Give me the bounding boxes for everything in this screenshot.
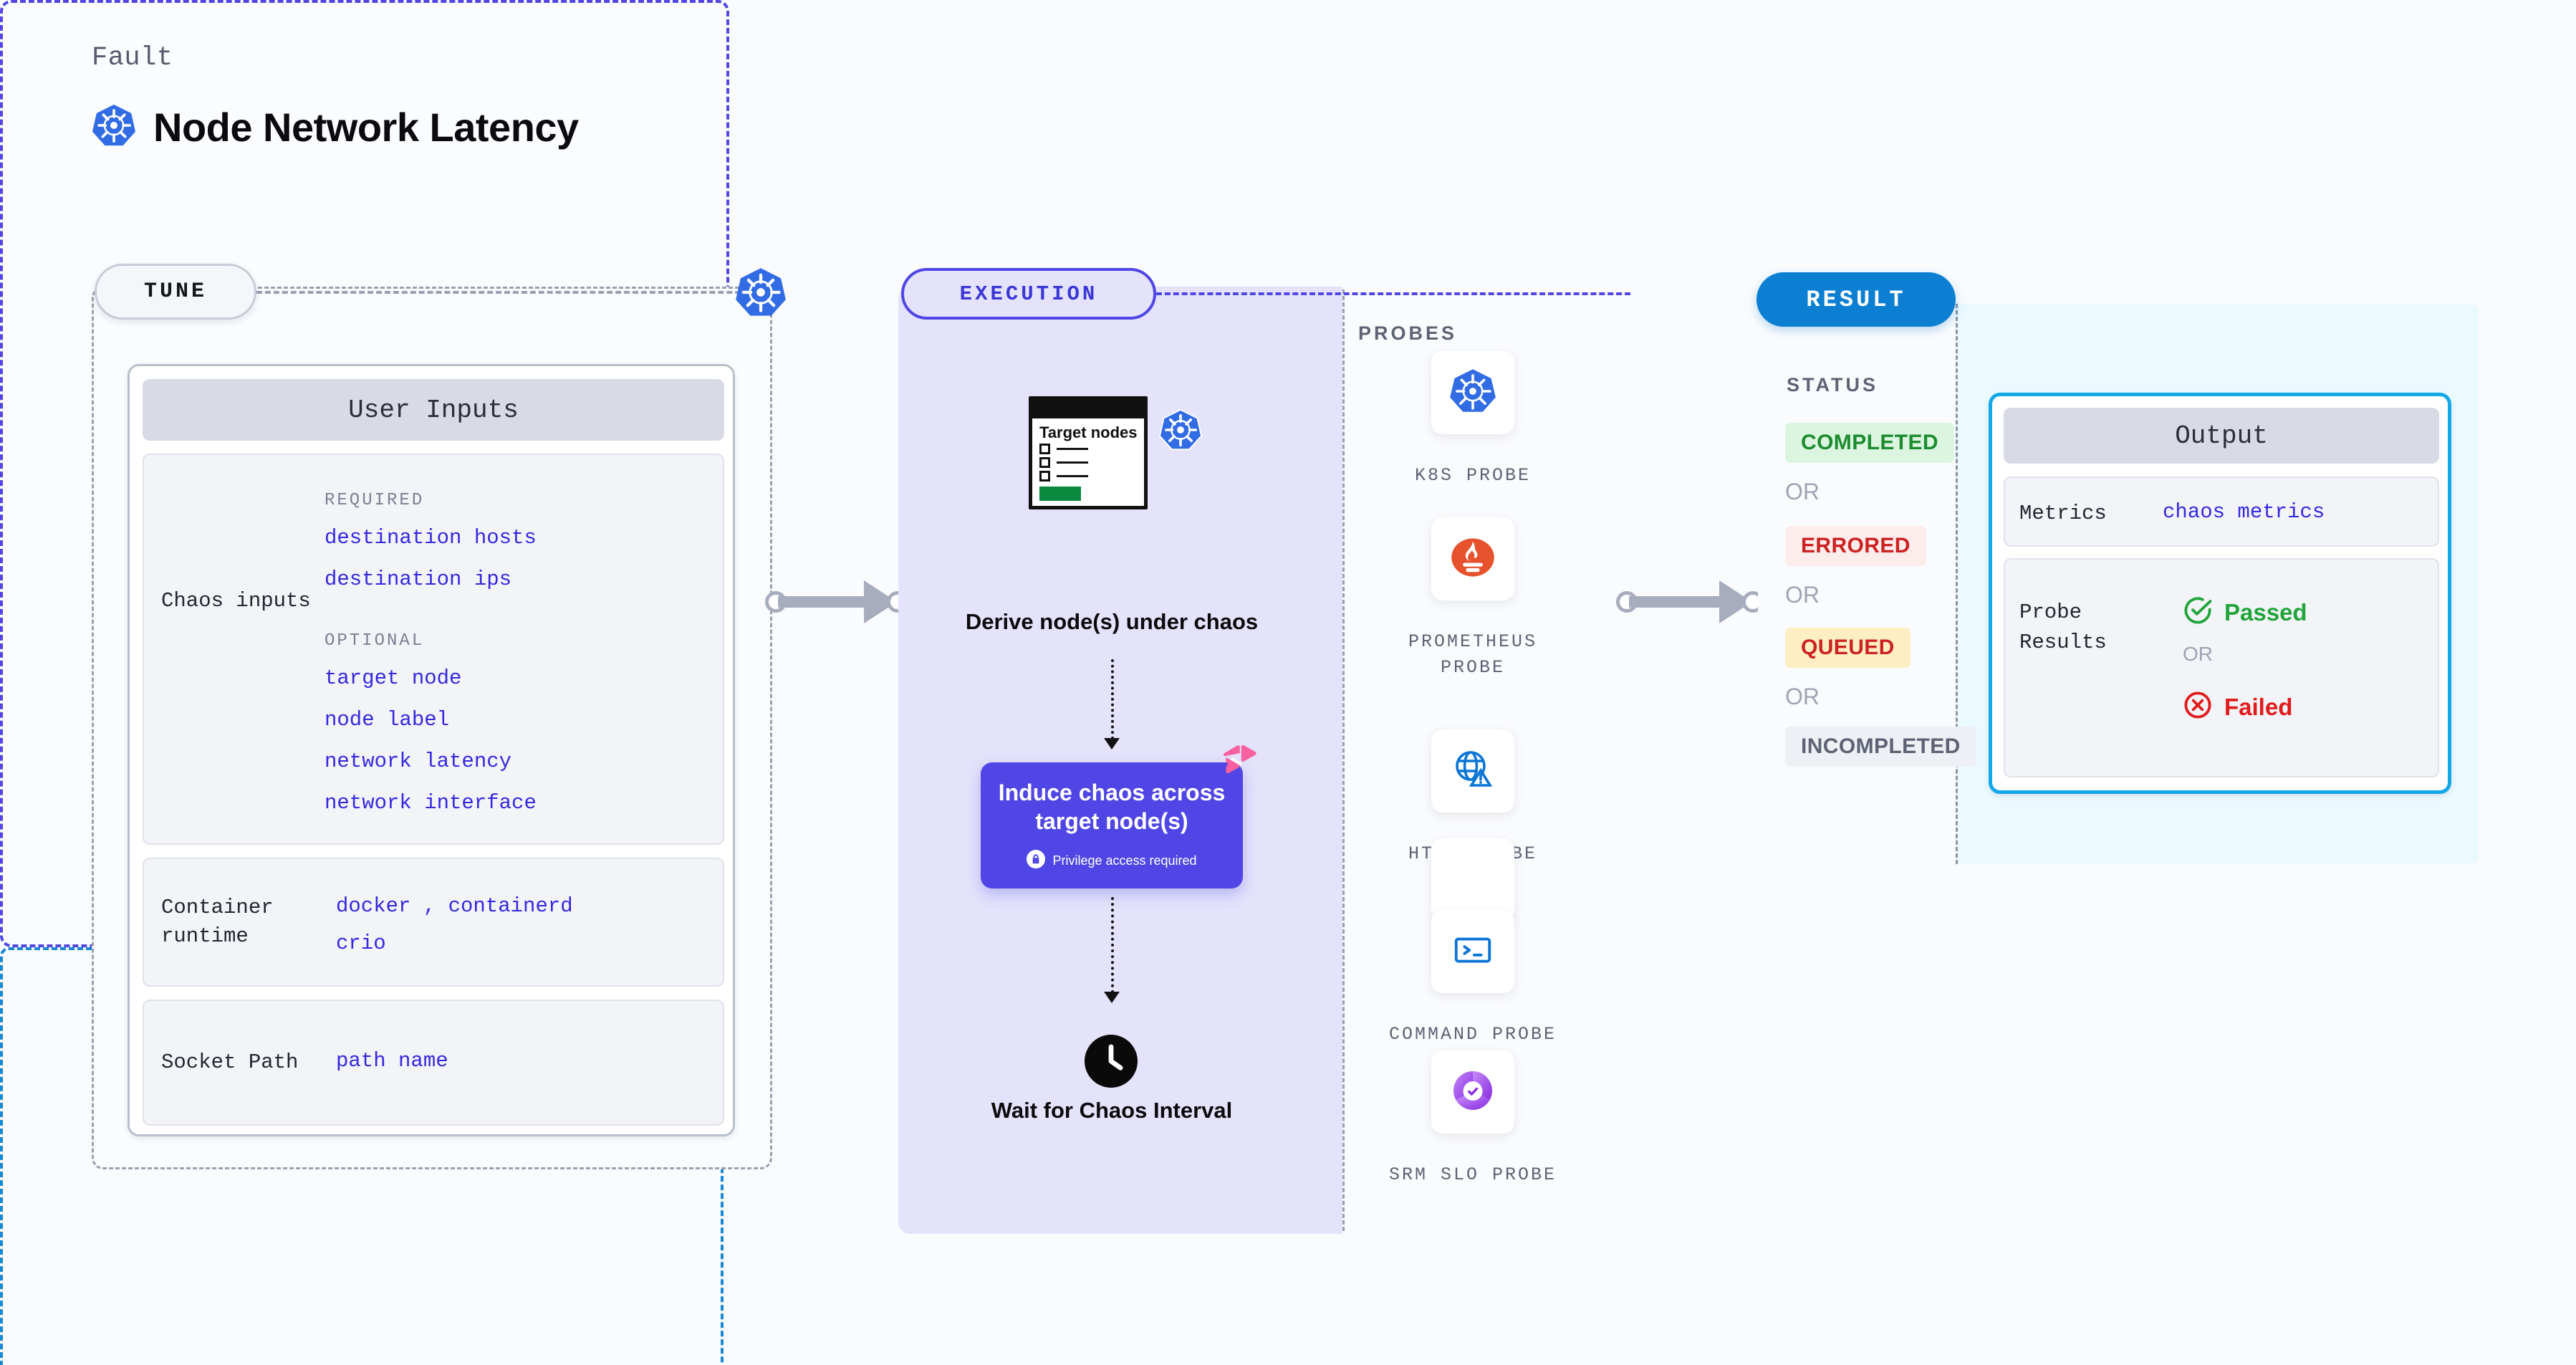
step-induce-chaos-box[interactable]: Induce chaos across target node(s) Privi…	[981, 762, 1243, 889]
checkbox-icon	[1039, 444, 1050, 455]
user-inputs-card: User Inputs Chaos inputs REQUIRED destin…	[128, 364, 735, 1136]
probe-results-label-line1: Probe	[2019, 600, 2082, 624]
checkbox-icon	[1039, 457, 1050, 469]
globe-warning-icon	[1450, 747, 1496, 796]
container-runtime-label-line1: Container	[161, 896, 274, 919]
kubernetes-icon	[735, 267, 787, 318]
probe-tile-prometheus[interactable]	[1431, 517, 1514, 600]
input-network-latency[interactable]: network latency	[325, 749, 512, 773]
input-network-interface[interactable]: network interface	[325, 791, 537, 815]
lock-icon	[1027, 849, 1046, 872]
socket-path-label: Socket Path	[161, 1050, 299, 1074]
status-badge-completed: COMPLETED	[1785, 423, 1954, 463]
container-runtime-section: Container runtime docker , containerd cr…	[143, 858, 724, 987]
probe-failed-label: Failed	[2224, 693, 2293, 720]
result-panel-divider	[1956, 304, 1958, 864]
probe-result-or: OR	[2183, 643, 2213, 665]
chaos-inputs-section: Chaos inputs REQUIRED destination hosts …	[143, 454, 724, 845]
x-circle-icon	[2183, 690, 2213, 724]
page-title: Node Network Latency	[153, 105, 579, 150]
input-node-label[interactable]: node label	[325, 708, 450, 732]
target-nodes-window-icon: Target nodes	[1029, 396, 1148, 509]
metrics-label: Metrics	[2019, 502, 2107, 525]
check-circle-icon	[2183, 595, 2213, 629]
metrics-row: Metrics chaos metrics	[2004, 476, 2439, 547]
chaos-inputs-label: Chaos inputs	[161, 589, 311, 613]
title-row: Node Network Latency	[92, 103, 579, 151]
target-nodes-window-title: Target nodes	[1039, 423, 1138, 441]
progress-bar	[1039, 487, 1081, 502]
socket-path-section: Socket Path path name	[143, 1000, 724, 1126]
privilege-note-text: Privilege access required	[1052, 853, 1197, 868]
metrics-value[interactable]: chaos metrics	[2163, 500, 2325, 524]
container-runtime-values-row2[interactable]: crio	[336, 931, 386, 955]
kubernetes-icon	[1158, 408, 1203, 451]
probe-name-srm-slo: SRM SLO PROBE	[1388, 1164, 1557, 1185]
kubernetes-icon	[1448, 367, 1497, 419]
fault-kicker: Fault	[92, 43, 173, 73]
container-runtime-label-line2: runtime	[161, 924, 249, 948]
probe-result-passed: Passed	[2183, 595, 2307, 629]
flow-connector-1	[1111, 659, 1114, 739]
output-card: Output Metrics chaos metrics Probe Resul…	[1989, 393, 2451, 794]
probe-result-failed: Failed	[2183, 690, 2292, 724]
flow-connector-2	[1111, 897, 1114, 993]
status-label: STATUS	[1787, 374, 1878, 396]
probes-label: PROBES	[1358, 322, 1458, 344]
optional-label: OPTIONAL	[325, 631, 425, 651]
probe-name-prometheus: PROMETHEUS PROBE	[1408, 631, 1538, 679]
step-wait-interval-caption: Wait for Chaos Interval	[991, 1098, 1233, 1123]
result-status-background	[1758, 301, 1956, 867]
probe-name-k8s: K8S PROBE	[1414, 465, 1532, 486]
user-inputs-card-title: User Inputs	[143, 379, 724, 441]
socket-path-value[interactable]: path name	[336, 1049, 448, 1073]
page-header: Fault Node Network Latency	[92, 43, 579, 151]
harness-logo-icon	[1213, 739, 1258, 784]
status-or-1: OR	[1785, 479, 1820, 504]
step-derive-nodes-caption: Derive node(s) under chaos	[965, 609, 1259, 634]
probe-results-row: Probe Results Passed OR Failed	[2004, 558, 2439, 777]
status-badge-incompleted: INCOMPLETED	[1785, 727, 1976, 767]
probe-tile-command[interactable]	[1431, 910, 1514, 993]
execution-stage-pill[interactable]: EXECUTION	[901, 268, 1156, 320]
probe-tile-srm-slo[interactable]	[1431, 1050, 1514, 1134]
probe-results-label-line2: Results	[2019, 631, 2107, 654]
probe-tile-http[interactable]	[1431, 729, 1514, 813]
checkbox-icon	[1039, 471, 1050, 482]
arrow-execution-to-result	[1616, 580, 1767, 623]
result-stage-pill[interactable]: RESULT	[1756, 272, 1956, 327]
status-or-3: OR	[1785, 684, 1820, 709]
tune-stage-pill[interactable]: TUNE	[95, 264, 256, 320]
status-badge-queued: QUEUED	[1785, 628, 1911, 668]
step-induce-chaos-caption: Induce chaos across target node(s)	[998, 780, 1226, 834]
terminal-icon	[1451, 928, 1495, 976]
kubernetes-icon	[92, 103, 136, 151]
output-card-title: Output	[2004, 408, 2439, 464]
input-destination-hosts[interactable]: destination hosts	[325, 526, 537, 550]
probe-passed-label: Passed	[2224, 598, 2307, 626]
required-label: REQUIRED	[325, 491, 425, 510]
probe-name-command: COMMAND PROBE	[1388, 1024, 1557, 1045]
srm-slo-icon	[1450, 1068, 1496, 1117]
input-target-node[interactable]: target node	[325, 666, 462, 690]
status-or-2: OR	[1785, 582, 1820, 608]
prometheus-icon	[1448, 533, 1497, 585]
tune-header-dashed-line	[256, 291, 758, 294]
clock-icon	[1085, 1035, 1138, 1088]
input-destination-ips[interactable]: destination ips	[325, 567, 512, 591]
flow-arrowhead-2	[1104, 992, 1120, 1003]
probe-tile-spacer-hidden	[1431, 838, 1514, 921]
flow-arrowhead-1	[1104, 738, 1120, 749]
container-runtime-values-row1[interactable]: docker , containerd	[336, 894, 573, 918]
arrow-tune-to-execution	[765, 580, 908, 623]
status-badge-errored: ERRORED	[1785, 526, 1926, 566]
execution-probes-divider	[1342, 289, 1345, 1231]
probe-tile-k8s[interactable]	[1431, 351, 1514, 434]
privilege-note: Privilege access required	[1027, 849, 1197, 872]
execution-header-dashed-line	[1156, 292, 1630, 295]
